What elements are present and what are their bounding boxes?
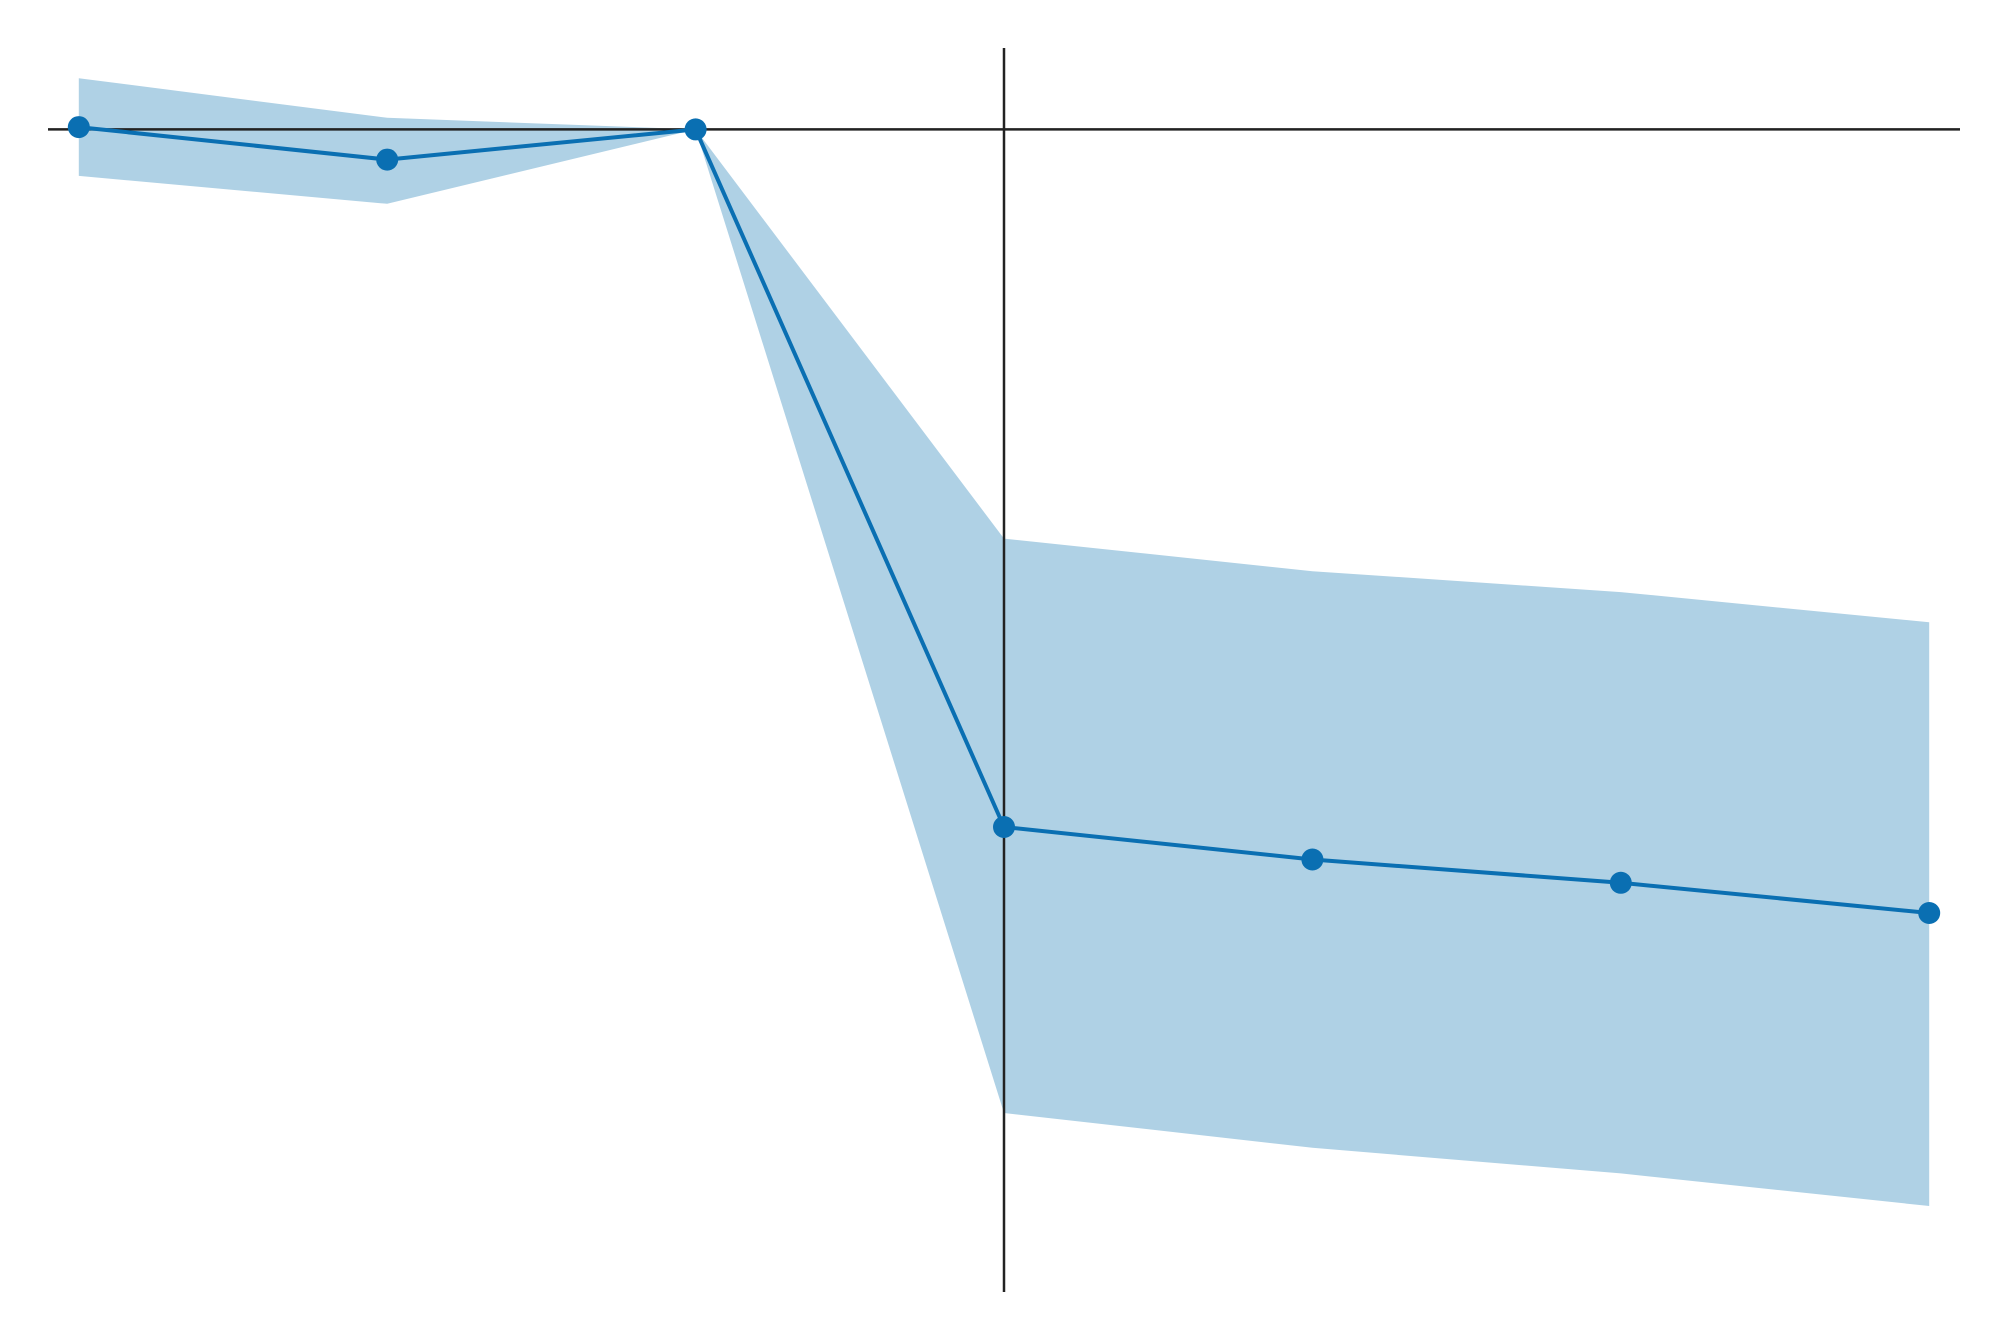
- data-point-0: [67, 116, 90, 139]
- data-point-2: [684, 118, 707, 141]
- reference-lines-layer: [48, 48, 1960, 1292]
- data-point-5: [1609, 871, 1632, 894]
- data-point-6: [1918, 902, 1941, 924]
- series-points-layer: [67, 116, 1941, 924]
- data-point-3: [993, 816, 1015, 838]
- data-point-4: [1301, 848, 1324, 871]
- data-point-1: [376, 148, 399, 171]
